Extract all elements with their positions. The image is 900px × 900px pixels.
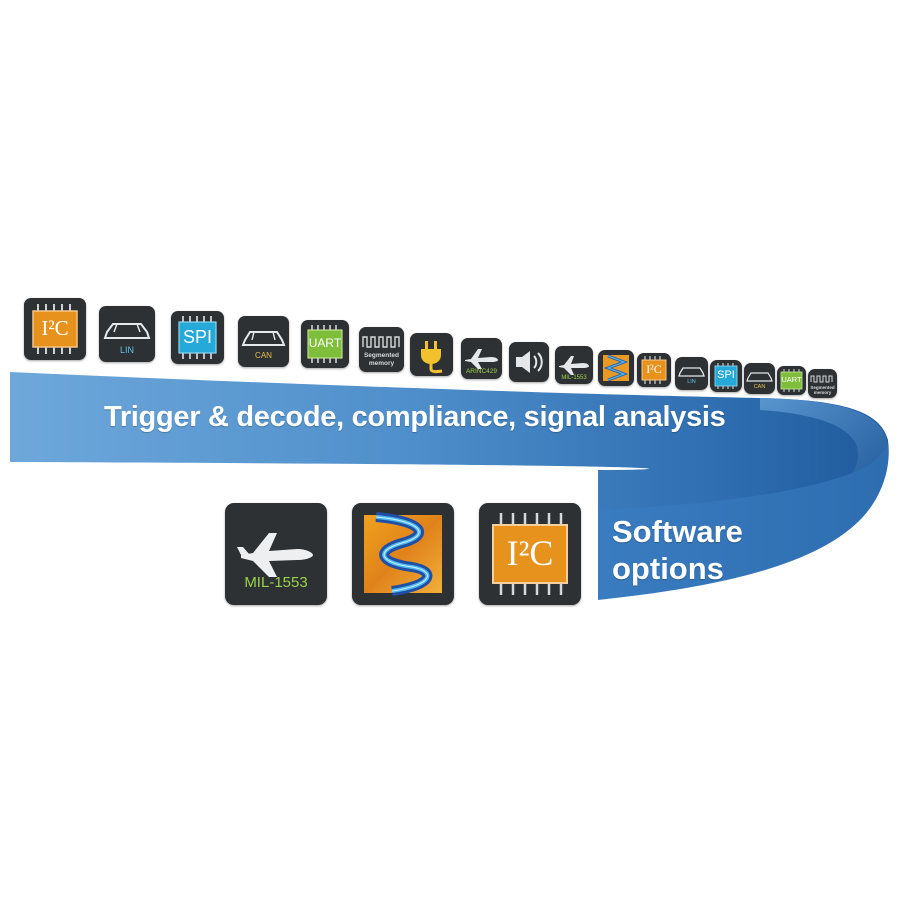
tile-power xyxy=(410,333,453,376)
tile-segmented-memory: Segmented memory xyxy=(359,327,404,372)
i2c-chip-icon xyxy=(641,356,667,384)
tile-i2c-large: I²C xyxy=(479,503,581,605)
i2c-badge: I²C xyxy=(646,362,662,376)
tile-label: MIL-1553 xyxy=(561,375,587,381)
segmented-memory-icon xyxy=(362,336,400,348)
tile-mil1553-large: MIL-1553 xyxy=(225,503,327,605)
uart-badge: UART xyxy=(308,336,342,350)
car-icon xyxy=(746,372,773,382)
i2c-badge: I²C xyxy=(506,533,554,573)
tile-mil1553: MIL-1553 xyxy=(555,346,593,384)
airplane-icon xyxy=(237,533,313,577)
tile-i2c-2: I²C xyxy=(637,353,671,387)
tile-spectrum xyxy=(598,350,634,386)
spi-chip-icon xyxy=(178,316,217,359)
spi-badge: SPI xyxy=(717,369,735,381)
speaker-icon xyxy=(516,351,543,373)
tile-arinc429: ARINC429 xyxy=(461,338,502,379)
tile-label: Segmented memory xyxy=(363,352,400,367)
tile-uart-2: UART xyxy=(777,366,806,395)
tile-label: LIN xyxy=(119,345,134,355)
spi-badge: SPI xyxy=(182,327,212,347)
i2c-badge: I²C xyxy=(41,316,69,340)
banner-headline: Trigger & decode, compliance, signal ana… xyxy=(104,401,726,433)
tile-can: CAN xyxy=(238,316,289,367)
tile-lin-2: LIN xyxy=(675,357,708,390)
tile-label: LIN xyxy=(687,379,696,385)
tile-label: Segmented memory xyxy=(810,385,835,396)
tile-label: MIL-1553 xyxy=(244,574,308,591)
uart-badge: UART xyxy=(781,375,802,384)
power-plug-icon xyxy=(421,341,443,374)
tile-audio xyxy=(509,342,549,382)
tile-segmented-memory-2: Segmented memory xyxy=(808,369,837,398)
airplane-icon xyxy=(559,356,589,375)
uart-chip-icon xyxy=(307,325,343,363)
spi-chip-icon xyxy=(714,363,738,389)
tile-spi-2: SPI xyxy=(710,360,742,392)
tile-label: CAN xyxy=(753,384,766,390)
banner-side-line2: options xyxy=(612,551,724,586)
car-icon xyxy=(103,323,151,339)
airplane-icon xyxy=(465,349,498,369)
spectrum-waveform-icon xyxy=(364,512,442,596)
i2c-chip-icon xyxy=(492,513,568,595)
uart-chip-icon xyxy=(780,369,803,392)
tile-uart: UART xyxy=(301,320,349,368)
segmented-memory-icon xyxy=(810,375,833,383)
tile-can-2: CAN xyxy=(744,363,775,394)
tile-label: ARINC429 xyxy=(465,368,498,375)
car-icon xyxy=(241,331,286,346)
car-icon xyxy=(678,367,705,377)
tile-label: CAN xyxy=(255,351,272,360)
spectrum-waveform-icon xyxy=(603,354,629,382)
banner-side-line1: Software xyxy=(612,514,743,549)
i2c-chip-icon xyxy=(32,304,78,354)
tile-i2c: I²C xyxy=(24,298,86,360)
tile-lin: LIN xyxy=(99,306,155,362)
tile-spectrum-large xyxy=(352,503,454,605)
tile-spi: SPI xyxy=(171,311,224,364)
